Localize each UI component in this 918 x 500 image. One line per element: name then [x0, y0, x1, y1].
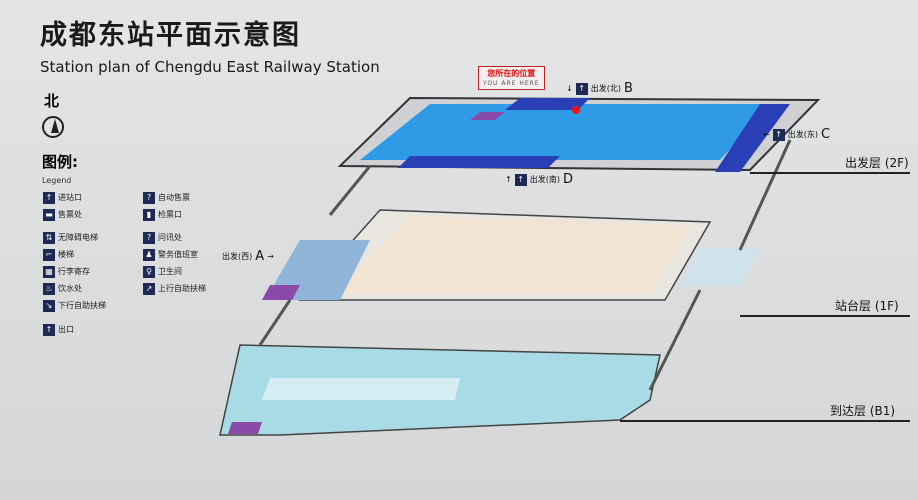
arrow-down-icon: ↓	[566, 84, 573, 93]
exit-north-letter: B	[623, 81, 633, 96]
map-title: 成都东站平面示意图	[40, 20, 301, 51]
toilet-icon: ♀	[143, 266, 155, 278]
you-are-here-en: YOU ARE HERE	[483, 80, 540, 87]
you-are-here-cn: 您所在的位置	[487, 69, 536, 78]
legend-item-label: 检票口	[158, 210, 182, 219]
escalator	[738, 139, 792, 251]
legend-item: ↗上行自助扶梯	[143, 283, 206, 295]
information-icon: ?	[143, 232, 155, 244]
legend-item-label: 下行自助扶梯	[58, 301, 106, 310]
exit-icon: ↑	[514, 174, 527, 186]
you-are-here-callout: 您所在的位置 YOU ARE HERE	[478, 66, 545, 90]
legend-item: ↘下行自助扶梯	[43, 300, 106, 312]
legend-item-label: 上行自助扶梯	[158, 284, 206, 293]
departure-floor-label: 出发层 (2F)	[845, 156, 909, 170]
exit-south: ↑↑ 出发(南)D	[505, 173, 573, 187]
legend-item: ▦行李寄存	[43, 266, 90, 278]
exit-icon: ↑	[575, 83, 588, 95]
ticket-check-icon: ▮	[143, 209, 155, 221]
departure-hall	[360, 104, 772, 160]
exit-west-letter: A	[255, 249, 265, 264]
arrival-floor-label: 到达层 (B1)	[830, 404, 896, 418]
platform-floor-line	[740, 315, 910, 317]
you-are-here-marker	[572, 106, 580, 114]
legend-item-label: 楼梯	[58, 250, 74, 259]
ticket-office-icon: ▬	[43, 209, 55, 221]
exit-south-letter: D	[562, 172, 573, 187]
escalator-up-icon: ↗	[143, 283, 155, 295]
departure-corridor-north	[505, 98, 590, 110]
north-label: 北	[44, 92, 60, 110]
exit-west-label: 出发(西)	[222, 252, 253, 261]
arrival-floor-line	[620, 420, 910, 422]
exit-north: ↓↑ 出发(北)B	[566, 82, 633, 96]
legend-item: ↑进站口	[43, 192, 82, 204]
entrance-icon: ↑	[43, 192, 55, 204]
departure-corridor-south	[398, 156, 560, 168]
arrival-purple	[228, 422, 262, 434]
legend-item-label: 出口	[58, 325, 74, 334]
legend-item-label: 行李寄存	[58, 267, 90, 276]
exit-icon: ↑	[43, 324, 55, 336]
drinking-water-icon: ♨	[43, 283, 55, 295]
escalator-down-icon: ↘	[43, 300, 55, 312]
legend-item-label: 无障碍电梯	[58, 233, 98, 242]
exit-north-label: 出发(北)	[590, 84, 621, 93]
legend-item-label: 问讯处	[158, 233, 182, 242]
platform-tracks	[335, 216, 690, 294]
legend-item-label: 警务值班室	[158, 250, 198, 259]
legend-item: ♀卫生间	[143, 266, 182, 278]
platform-purple	[262, 285, 300, 300]
legend-item: ⌐楼梯	[43, 249, 74, 261]
ticket-machine-icon: ?	[143, 192, 155, 204]
arrow-right-icon: →	[267, 252, 274, 261]
arrow-up-icon: ↑	[505, 175, 512, 184]
legend-item-label: 进站口	[58, 193, 82, 202]
arrival-hall	[262, 378, 460, 400]
legend-title: 图例:	[42, 153, 78, 171]
arrow-left-icon: ←	[763, 130, 770, 139]
legend-item: ↑出口	[43, 324, 74, 336]
exit-south-label: 出发(南)	[529, 175, 560, 184]
legend-item-label: 饮水处	[58, 284, 82, 293]
police-icon: ♟	[143, 249, 155, 261]
exit-east-letter: C	[820, 127, 831, 142]
legend-item: ?自动售票	[143, 192, 190, 204]
platform-east-wing	[680, 248, 760, 285]
left-luggage-icon: ▦	[43, 266, 55, 278]
legend-item: ♨饮水处	[43, 283, 82, 295]
exit-east-label: 出发(东)	[787, 130, 818, 139]
exit-icon: ↑	[772, 129, 785, 141]
escalator	[648, 289, 702, 391]
stairs-icon: ⌐	[43, 249, 55, 261]
accessible-elevator-icon: ⇅	[43, 232, 55, 244]
legend-item-label: 自动售票	[158, 193, 190, 202]
platform-floor-label: 站台层 (1F)	[835, 299, 899, 313]
legend-item-label: 卫生间	[158, 267, 182, 276]
departure-purple	[470, 112, 505, 120]
escalator	[258, 299, 292, 346]
legend-item: ▮检票口	[143, 209, 182, 221]
escalator	[328, 165, 372, 216]
legend-subtitle: Legend	[42, 176, 72, 185]
legend-item: ♟警务值班室	[143, 249, 198, 261]
exit-east: ←↑ 出发(东)C	[763, 128, 830, 142]
legend-item: ?问讯处	[143, 232, 182, 244]
map-subtitle: Station plan of Chengdu East Railway Sta…	[40, 58, 380, 76]
legend-item: ⇅无障碍电梯	[43, 232, 98, 244]
departure-ramp-east	[715, 104, 790, 172]
legend-item: ▬售票处	[43, 209, 82, 221]
exit-west: 出发(西)A →	[222, 250, 274, 264]
legend-item-label: 售票处	[58, 210, 82, 219]
departure-floor-line	[750, 172, 910, 174]
compass-icon	[42, 116, 64, 138]
